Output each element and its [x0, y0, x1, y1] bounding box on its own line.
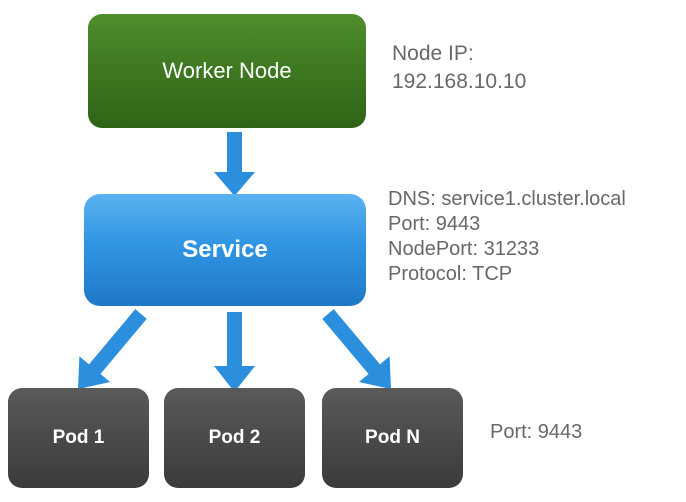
arrow-worker-to-service	[214, 132, 255, 196]
node-ip-info: Node IP: 192.168.10.10	[392, 40, 526, 96]
service-dns: DNS: service1.cluster.local	[388, 188, 626, 210]
arrow-service-to-pod-2	[214, 312, 255, 392]
service-nodeport: NodePort: 31233	[388, 238, 540, 260]
pod-2-box: Pod 2	[164, 388, 305, 488]
worker-node-box: Worker Node	[88, 14, 366, 128]
service-label: Service	[182, 236, 268, 263]
service-box: Service	[84, 194, 366, 306]
pod-2-label: Pod 2	[208, 427, 261, 448]
service-details: DNS: service1.cluster.local Port: 9443 N…	[388, 187, 626, 287]
node-ip-label: Node IP:	[392, 42, 474, 65]
pod-port-info: Port: 9443	[490, 421, 583, 443]
node-ip-value: 192.168.10.10	[392, 70, 527, 93]
service-protocol: Protocol: TCP	[388, 263, 513, 285]
worker-node-label: Worker Node	[162, 58, 292, 83]
pod-n-box: Pod N	[322, 388, 463, 488]
arrow-service-to-pod-n	[322, 309, 391, 390]
pod-1-box: Pod 1	[8, 388, 149, 488]
service-port: Port: 9443	[388, 213, 481, 235]
pod-n-label: Pod N	[365, 427, 420, 448]
pod-1-label: Pod 1	[52, 427, 105, 448]
arrow-service-to-pod-1	[78, 309, 147, 390]
